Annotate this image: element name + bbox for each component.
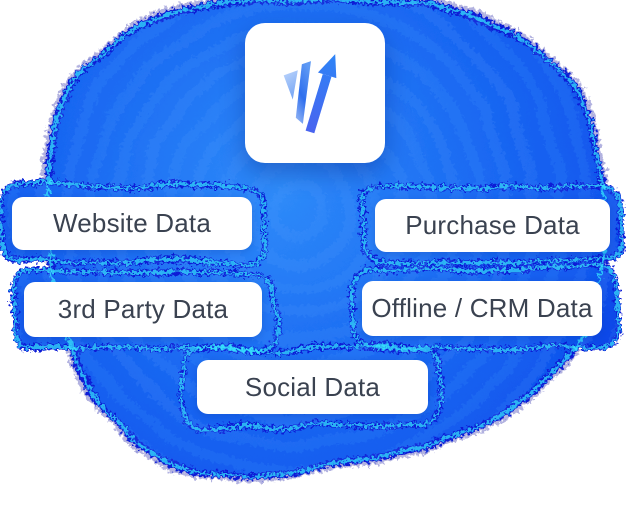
node-purchase-data-label: Purchase Data xyxy=(405,210,580,240)
node-purchase-data: Purchase Data xyxy=(375,199,610,252)
blob-cyan-edge xyxy=(0,0,623,477)
node-website-data-label: Website Data xyxy=(53,208,211,238)
node-3rd-party-data-label: 3rd Party Data xyxy=(57,294,229,324)
node-3rd-party-data: 3rd Party Data xyxy=(24,282,262,337)
growth-arrows-logo-icon xyxy=(283,54,337,134)
logo-card xyxy=(245,23,385,163)
node-offline-crm-data-label: Offline / CRM Data xyxy=(371,293,593,323)
node-offline-crm-data: Offline / CRM Data xyxy=(362,281,602,336)
node-social-data-label: Social Data xyxy=(244,371,381,402)
node-social-data: Social Data xyxy=(197,360,428,414)
node-website-data: Website Data xyxy=(12,197,252,250)
